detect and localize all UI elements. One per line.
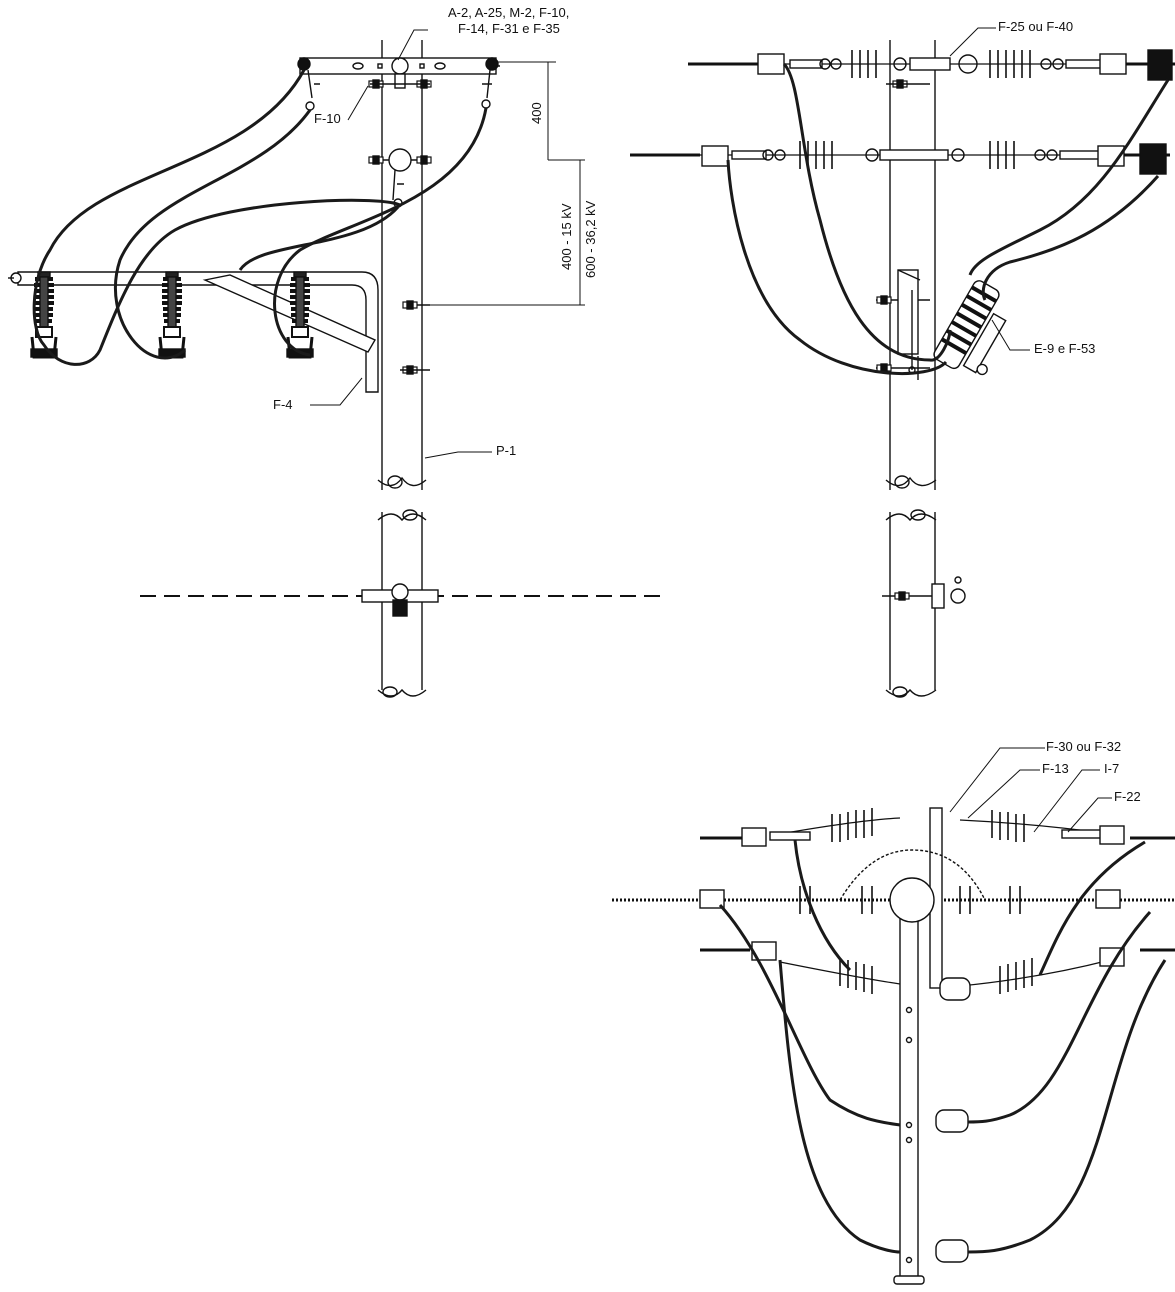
callout-p1: P-1: [496, 443, 517, 458]
callout-i7: I-7: [1104, 761, 1120, 776]
callout-f4: F-4: [273, 397, 293, 412]
callout-f25-f40: F-25 ou F-40: [998, 19, 1074, 34]
callout-top-line2: F-14, F-31 e F-35: [458, 21, 560, 36]
callout-f13: F-13: [1042, 761, 1069, 776]
dimension-36kv: 600 - 36,2 kV: [583, 200, 598, 278]
view-top-right: [630, 27, 1175, 698]
view-bottom: [612, 747, 1175, 1285]
view-top-left: [8, 29, 660, 698]
dimension-15kv: 400 - 15 kV: [559, 203, 574, 271]
callout-top-line1: A-2, A-25, M-2, F-10,: [448, 5, 570, 20]
pole-outline: [381, 40, 423, 490]
callout-f10: F-10: [314, 111, 341, 126]
dimension-400: 400: [529, 102, 544, 124]
callout-f30-f32: F-30 ou F-32: [1046, 739, 1122, 754]
callout-e9-f53: E-9 e F-53: [1034, 341, 1096, 356]
callout-f22: F-22: [1114, 789, 1141, 804]
